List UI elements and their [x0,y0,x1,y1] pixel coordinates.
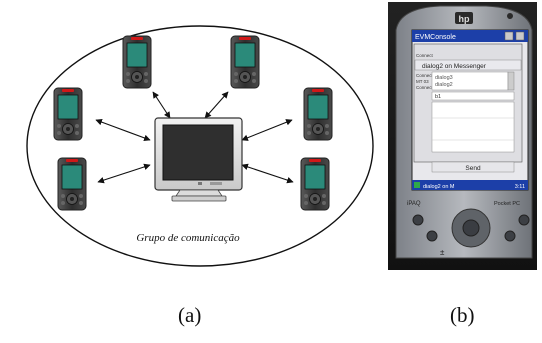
close-button[interactable] [515,31,525,41]
message-input[interactable] [431,91,515,101]
computer-monitor-icon [154,117,243,202]
pda-icon-top-right [230,35,260,89]
minimize-button[interactable] [504,31,514,41]
pocket-pc-label: Pocket PC [494,201,520,207]
app-title: EVMConsole [415,34,456,41]
taskbar-window[interactable]: dialog2 on M [423,184,455,190]
app-button-4[interactable] [518,214,530,226]
diagram-panel: Grupo de comunicação [26,25,374,267]
side-label-4: Connect [416,85,434,90]
arrow-top-right [204,91,229,119]
arrow-low-left [97,163,151,184]
connection-arrows [95,91,294,184]
pda-icon-top-left [122,35,152,89]
taskbar [412,180,528,190]
app-button-2[interactable] [426,230,438,242]
ipaq-label: iPAQ [407,201,421,207]
send-button[interactable] [431,161,515,173]
pda-icon-low-left [57,157,87,211]
arrow-mid-right [241,119,293,141]
photo-panel: hp EVMConsole dialog2 on Messenger Conne… [388,2,537,270]
plus-icon: ± [440,248,445,257]
pda-icon-low-right [300,157,330,211]
side-label-1: Connect [416,53,434,58]
app-button-3[interactable] [504,230,516,242]
dialog-title-bar [414,59,522,71]
brand-logo: hp [459,14,470,24]
communication-group-ellipse [26,25,374,267]
message-area[interactable] [431,101,515,153]
list-item-2[interactable]: dialog2 [435,82,453,88]
app-title-bar [412,30,528,42]
group-label: Grupo de comunicação [136,232,240,244]
taskbar-clock: 3:11 [515,184,525,190]
arrow-mid-left [95,118,151,142]
arrow-top-left [152,91,171,119]
navigation-center-icon[interactable] [462,219,480,237]
app-button-1[interactable] [412,214,424,226]
dialog-title: dialog2 on Messenger [422,63,487,70]
caption-b: (b) [450,303,475,327]
start-icon[interactable] [414,182,420,188]
send-button-label: Send [465,165,481,172]
side-label-3: MT 03 [416,79,429,84]
pda-icon-mid-right [303,87,333,141]
arrow-low-right [241,163,294,184]
caption-a: (a) [178,303,202,327]
side-label-2: Connect [416,73,434,78]
message-input-value: b1 [435,94,441,100]
list-scrollbar[interactable] [507,71,515,91]
pda-icon-mid-left [53,87,83,141]
list-item-1[interactable]: dialog3 [435,75,453,81]
